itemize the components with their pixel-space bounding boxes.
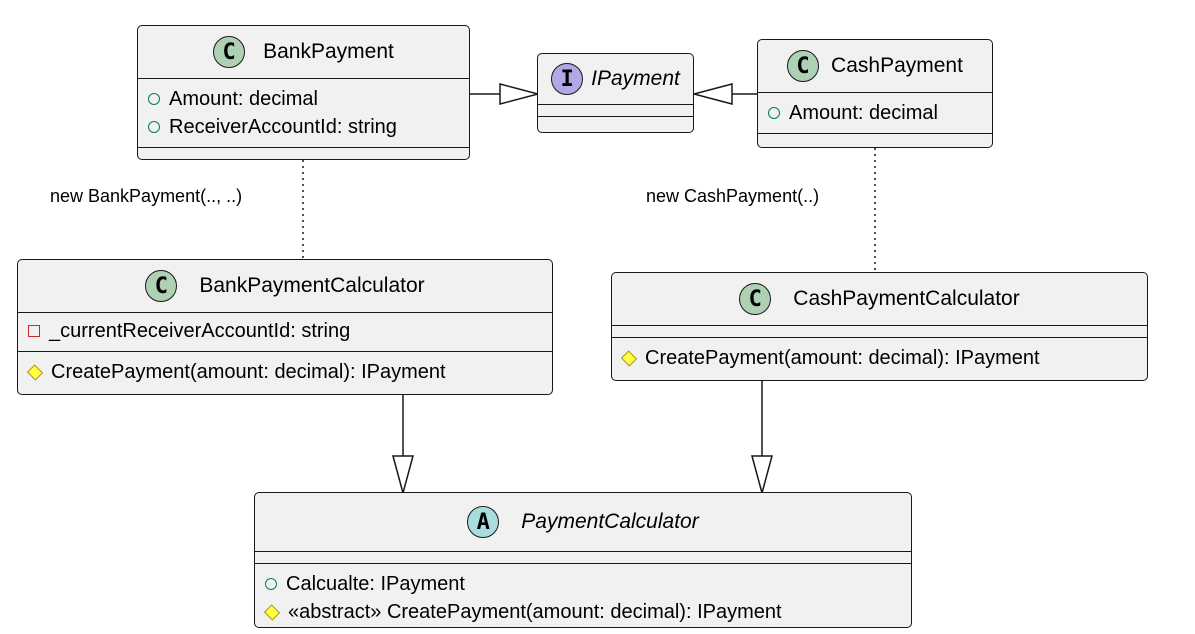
cash-calc-extends-arrowhead xyxy=(751,455,773,496)
class-header: C BankPayment xyxy=(138,26,469,78)
class-name: IPayment xyxy=(591,67,680,90)
method-text: CreatePayment(amount: decimal): IPayment xyxy=(51,360,446,383)
private-visibility-icon xyxy=(28,325,40,337)
field-text: Amount: decimal xyxy=(789,101,938,124)
field-row: _currentReceiverAccountId: string xyxy=(18,317,552,345)
abstract-badge-icon: A xyxy=(467,506,500,538)
class-name: BankPayment xyxy=(263,40,394,63)
method-row: «abstract» CreatePayment(amount: decimal… xyxy=(255,598,911,626)
public-visibility-icon xyxy=(148,121,160,133)
abstract-class-payment-calculator[interactable]: A PaymentCalculator Calcualte: IPayment … xyxy=(254,492,912,628)
cash-dependency-label: new CashPayment(..) xyxy=(646,186,820,206)
bank-dependency-label: new BankPayment(.., ..) xyxy=(50,186,243,206)
field-text: _currentReceiverAccountId: string xyxy=(49,319,351,342)
field-text: ReceiverAccountId: string xyxy=(169,115,397,138)
class-cash-payment[interactable]: C CashPayment Amount: decimal xyxy=(757,39,993,148)
class-header: C CashPayment xyxy=(758,40,992,92)
interface-ipayment[interactable]: I IPayment xyxy=(537,53,694,133)
method-row: CreatePayment(amount: decimal): IPayment xyxy=(612,344,1147,372)
bankpayment-implements-arrowhead xyxy=(499,83,541,105)
class-name: CashPayment xyxy=(831,54,963,77)
cashpayment-implements-arrowhead xyxy=(691,83,733,105)
class-name: PaymentCalculator xyxy=(521,510,699,533)
field-row: Amount: decimal xyxy=(138,85,469,113)
class-name: CashPaymentCalculator xyxy=(793,287,1020,310)
class-badge-icon: C xyxy=(213,36,246,68)
protected-visibility-icon xyxy=(26,363,44,381)
class-badge-icon: C xyxy=(145,270,178,302)
class-cash-payment-calculator[interactable]: C CashPaymentCalculator CreatePayment(am… xyxy=(611,272,1148,381)
protected-visibility-icon xyxy=(263,603,281,621)
public-visibility-icon xyxy=(265,578,277,590)
class-header: C CashPaymentCalculator xyxy=(612,273,1147,325)
protected-visibility-icon xyxy=(620,349,638,367)
method-text: Calcualte: IPayment xyxy=(286,572,465,595)
method-row: Calcualte: IPayment xyxy=(255,570,911,598)
class-badge-icon: C xyxy=(739,283,772,315)
public-visibility-icon xyxy=(768,107,780,119)
method-text: «abstract» CreatePayment(amount: decimal… xyxy=(288,600,782,623)
class-badge-icon: C xyxy=(787,50,820,82)
field-text: Amount: decimal xyxy=(169,87,318,110)
field-row: Amount: decimal xyxy=(758,99,992,127)
method-row: CreatePayment(amount: decimal): IPayment xyxy=(18,358,552,386)
class-bank-payment-calculator[interactable]: C BankPaymentCalculator _currentReceiver… xyxy=(17,259,553,395)
field-row: ReceiverAccountId: string xyxy=(138,113,469,141)
public-visibility-icon xyxy=(148,93,160,105)
class-name: BankPaymentCalculator xyxy=(199,274,425,297)
class-header: A PaymentCalculator xyxy=(255,493,911,551)
class-bank-payment[interactable]: C BankPayment Amount: decimal ReceiverAc… xyxy=(137,25,470,160)
method-text: CreatePayment(amount: decimal): IPayment xyxy=(645,346,1040,369)
interface-badge-icon: I xyxy=(551,63,584,95)
bank-calc-extends-arrowhead xyxy=(392,455,414,496)
class-header: C BankPaymentCalculator xyxy=(18,260,552,312)
class-header: I IPayment xyxy=(538,54,693,104)
